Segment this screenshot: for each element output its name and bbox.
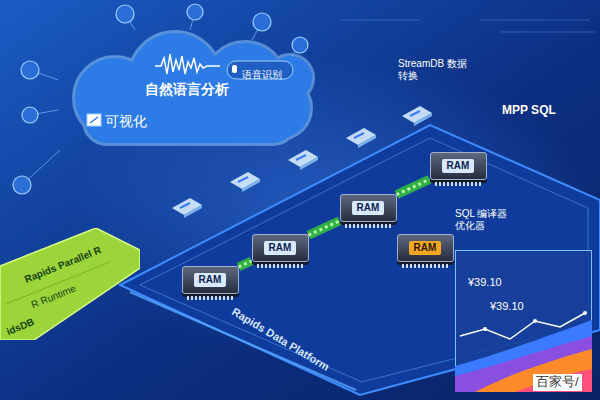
module-label: SQL 编译器 优化器 [455,208,517,231]
ram-chip: RAM [430,152,487,180]
satellite-dots [13,4,308,194]
bus-body [239,261,252,267]
mic-icon [232,65,237,73]
leader-lines [22,12,300,185]
price-value-wrap: ¥39.10 [490,296,524,314]
light-streaks [340,20,595,32]
bus-stripes [397,179,430,194]
module-label: MPP SQL [502,104,556,118]
price-value: ¥39.10 [468,276,502,289]
chart-illustration [455,250,592,392]
runtime-panel: Rapids Parallel R R Runtime idsDB [0,228,140,340]
cloud-body [75,33,312,143]
module-label-wrap: SQL 编译器 优化器 [455,208,517,233]
waveform [155,54,220,74]
bus-body [397,179,430,194]
bus-stripes [239,261,252,267]
cloud-title: 自然语言分析 [145,81,229,97]
cloud-node: 自然语言分析 语音识别可视化 [45,28,315,152]
panel-label-wrap: R Runtime [30,286,77,304]
price-value: ¥39.10 [490,300,524,313]
wave [455,336,592,392]
cloud-part [85,98,295,143]
data-bus [397,179,430,194]
platform-edge-glow [130,292,356,390]
chip-label: RAM [194,273,227,287]
platform-title-wrap: Rapids Data Platform [225,329,336,347]
cloud-glow [75,33,312,143]
cloud-label-wrap: 语音识别 [242,64,282,82]
trend-line [460,313,585,339]
module-label-wrap: StreamDB 数据转换 [398,58,470,83]
chip-label: RAM [264,241,297,255]
ram-chip: RAM [397,234,454,262]
module-label: StreamDB 数据转换 [398,58,470,81]
cloud-label-wrap: 可视化 [105,112,147,130]
cloud-label: 可视化 [105,113,147,129]
module-label-wrap: MPP SQL [502,100,556,118]
chip-label: RAM [409,241,442,255]
watermark-wrap: 百家号/ [533,372,582,391]
watermark: 百家号/ [533,374,582,391]
trend-dots [483,311,587,331]
chip-label: RAM [352,201,385,215]
chart-icon [90,117,98,123]
ram-chip: RAM [340,194,397,222]
wave [515,369,592,392]
cloud-label: 语音识别 [242,69,282,81]
wave [475,349,592,392]
price-value-wrap: ¥39.10 [468,272,502,290]
chart-icon [87,114,101,126]
panel-label-wrap: idsDB [6,316,35,334]
cloud-title-wrap: 自然语言分析 [145,80,229,98]
cloud-part [85,98,295,143]
ram-chip: RAM [252,234,309,262]
panel-slab [0,228,140,340]
chip-label: RAM [442,159,475,173]
panel-title-wrap: Rapids Parallel R [22,254,104,272]
ram-chip: RAM [182,266,239,294]
wave [455,320,592,392]
bus-stripes [309,221,340,235]
bus-body [309,221,340,235]
data-bus [239,261,252,267]
platform-slab [120,125,600,395]
data-bus [309,221,340,235]
chart-panel [456,251,592,392]
